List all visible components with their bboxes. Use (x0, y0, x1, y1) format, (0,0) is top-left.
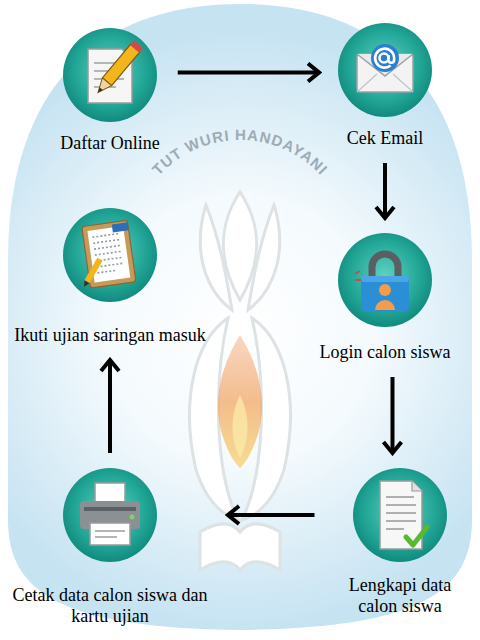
icon-shape (375, 300, 395, 310)
icon-shape (130, 515, 135, 520)
icon-shape (372, 254, 398, 278)
step-icon (337, 232, 433, 328)
icon-shape (95, 483, 125, 503)
step-label: Ikuti ujian saringan masuk (10, 325, 210, 346)
watermark-group: TUT WURI HANDAYANI (149, 126, 332, 178)
emblem-petal (200, 205, 232, 310)
icon-shape (81, 280, 89, 288)
icon-shape (406, 527, 427, 545)
icon-shape (355, 271, 361, 280)
icon-shape (353, 468, 447, 562)
icon-shape (130, 40, 143, 52)
icon-shape (84, 258, 102, 284)
step-icon (62, 467, 158, 563)
icon-shape (63, 208, 157, 302)
icon-shape (63, 468, 157, 562)
step-label: Cetak data calon siswa dan kartu ujian (10, 585, 210, 627)
icon-shape (90, 523, 130, 545)
icon-shape (63, 28, 157, 122)
icon-shape (84, 507, 136, 511)
step-node: Daftar Online (60, 27, 159, 154)
step-node: Login calon siswa (320, 232, 451, 363)
icon-shape (379, 284, 391, 296)
icon-shape (95, 531, 125, 537)
flow-arrow (228, 513, 315, 517)
icon-shape (93, 78, 111, 96)
emblem-flame-core (233, 395, 248, 458)
icon-shape (102, 44, 139, 85)
icon-shape (81, 258, 102, 289)
icon-shape (338, 233, 432, 327)
flow-arrow (390, 377, 394, 453)
icon-shape (338, 23, 432, 117)
icon-shape (96, 87, 102, 93)
emblem-petal (248, 205, 280, 310)
icon-shape (386, 497, 416, 529)
step-label: Lengkapi data calon siswa (333, 575, 468, 617)
step-icon (62, 27, 158, 123)
step-icon (62, 207, 158, 303)
icon-shape (375, 49, 394, 68)
flow-arrow (178, 71, 319, 75)
step-icon (337, 22, 433, 118)
emblem-flame (218, 335, 262, 468)
watermark-path-text: TUT WURI HANDAYANI (149, 126, 332, 178)
step-icon (352, 467, 448, 563)
icon-shape (93, 40, 143, 96)
icon-shape (82, 220, 136, 288)
flow-arrow (383, 163, 387, 218)
emblem-book (200, 524, 280, 570)
flow-arrow (108, 360, 112, 453)
step-label: Cek Email (347, 128, 423, 149)
icon-shape (380, 54, 389, 63)
icon-shape (412, 481, 422, 491)
step-node: Cek Email (337, 22, 433, 149)
icon-shape (82, 220, 136, 288)
icon-shape (371, 44, 399, 72)
watermark-text: TUT WURI HANDAYANI (149, 126, 332, 178)
icon-shape (361, 276, 409, 312)
icon-shape (112, 222, 129, 232)
step-node: Ikuti ujian saringan masuk (10, 207, 210, 346)
step-node: Cetak data calon siswa dan kartu ujian (10, 467, 210, 627)
logo-shield (8, 4, 472, 630)
icon-shape (361, 276, 409, 282)
step-node: Lengkapi data calon siswa (333, 467, 468, 617)
step-label: Daftar Online (60, 133, 159, 154)
step-label: Login calon siswa (320, 342, 451, 363)
